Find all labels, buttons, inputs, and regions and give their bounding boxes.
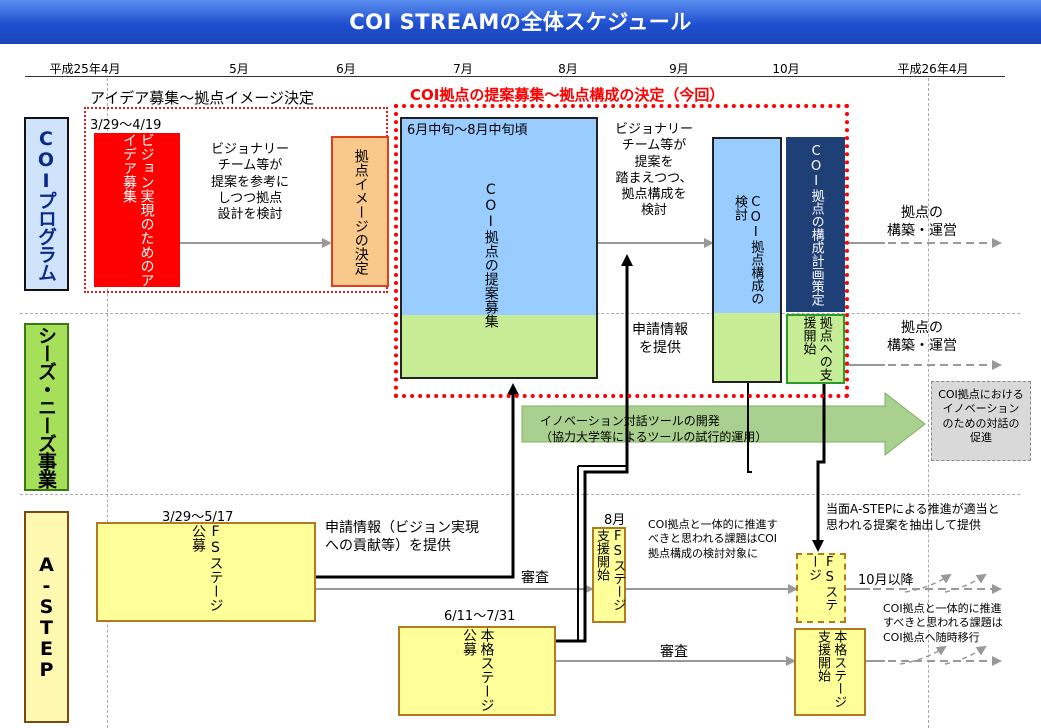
month-label-apr-h26: 平成26年4月 <box>897 62 969 76</box>
grid-line-apr <box>107 78 108 728</box>
visionary-note-1: ビジョナリー チーム等が 提案を参考に しつつ拠点 設計を検討 <box>210 142 289 222</box>
proposal-box-label: COI拠点の提案募集 <box>482 182 499 328</box>
idea-phase-label: アイデア募集〜拠点イメージ決定 <box>90 89 314 107</box>
title-bar <box>0 0 1041 44</box>
fs-stage-box: FSステージ <box>796 553 846 623</box>
fs-stage-recruit-box: FSステージ公募 <box>96 522 316 622</box>
proposal-phase-frame <box>394 104 849 398</box>
month-label-oct: 10月 <box>772 62 800 76</box>
structure-box-label: COI拠点構成の検討 <box>732 195 764 305</box>
fs-branch-2 <box>944 573 987 593</box>
month-label-sep: 9月 <box>669 62 689 76</box>
row-label-astep: A-STEP <box>24 511 69 723</box>
seeds-apply-note: 申請情報 を提供 <box>632 322 688 356</box>
page-title: COI STREAMの全体スケジュール <box>349 10 692 34</box>
dialogue-promotion-box: COI拠点における イノベーション のための対話の 促進 <box>931 381 1031 461</box>
month-label-may: 5月 <box>229 62 249 76</box>
visionary-note-2: ビジョナリー チーム等が 提案を 踏まえつつ、 拠点構成を 検討 <box>614 122 693 219</box>
proposal-dates: 6月中旬〜8月中旬頃 <box>407 123 528 138</box>
fs-support-start-box: FSステージ支援開始 <box>592 527 626 623</box>
idea-recruitment-box: ビジョン実現のためのアイデア募集 <box>94 133 180 287</box>
review-label-2: 審査 <box>660 644 688 660</box>
innovation-arrow-text: イノベーション対話ツールの開発 （協力大学等によるツールの試行的運用） <box>540 414 768 444</box>
base-support-start-box: 拠点への支援開始 <box>786 314 845 384</box>
month-label-jun: 6月 <box>336 62 356 76</box>
base-image-decision-box: 拠点イメージの決定 <box>331 136 389 287</box>
full-stage-recruit-box: 本格ステージ公募 <box>398 626 556 716</box>
line-structure-down <box>747 382 752 473</box>
oct-after-label: 10月以降 <box>858 573 914 588</box>
full-branch-2 <box>944 645 987 665</box>
full-dates: 6/11〜7/31 <box>444 609 516 624</box>
structure-box <box>712 137 782 383</box>
proposal-phase-label: COI拠点の提案募集〜拠点構成の決定（今回） <box>410 86 725 104</box>
astep-extract-note: 当面A-STEPによる推進が適当と 思われる提案を抽出して提供 <box>826 502 1000 532</box>
grid-line-apr-next <box>928 78 929 728</box>
row-divider-2 <box>20 494 1020 495</box>
coi-note-2: COI拠点と一体的に推進 すべきと思われる課題は COI拠点へ随時移行 <box>883 602 1003 644</box>
arrow-full-info-to-coi <box>556 254 633 643</box>
full-support-start-box: 本格ステージ支援開始 <box>794 628 866 716</box>
idea-dates: 3/29〜4/19 <box>90 118 162 133</box>
astep-apply-note: 申請情報（ビジョン実現 への貢献等）を提供 <box>325 520 479 554</box>
arrow-fs-info-to-proposal <box>316 383 519 579</box>
row-label-coi: COIプログラム <box>24 117 69 291</box>
arrow-plan-to-fs-stage <box>812 384 826 552</box>
full-branch-1 <box>899 645 947 665</box>
coi-build-note: 拠点の 構築・運営 <box>887 205 957 239</box>
fs-branch-1 <box>904 573 952 593</box>
fs-dates: 3/29〜5/17 <box>162 510 234 525</box>
month-axis <box>25 76 1005 77</box>
review-label-1: 審査 <box>521 570 549 586</box>
month-label-jul: 7月 <box>453 62 473 76</box>
month-label-aug: 8月 <box>558 62 578 76</box>
aug-label: 8月 <box>604 513 626 528</box>
plan-box: COI拠点の構成計画策定 <box>786 137 845 312</box>
row-label-seeds: シーズ・ニーズ事業 <box>24 323 69 491</box>
proposal-box <box>400 117 598 379</box>
seeds-build-note: 拠点の 構築・運営 <box>887 320 957 354</box>
coi-note-1: COI拠点と一体的に推進す べきと思われる課題はCOI 拠点構成の検討対象に <box>648 518 778 560</box>
month-label-apr-h25: 平成25年4月 <box>49 62 121 76</box>
